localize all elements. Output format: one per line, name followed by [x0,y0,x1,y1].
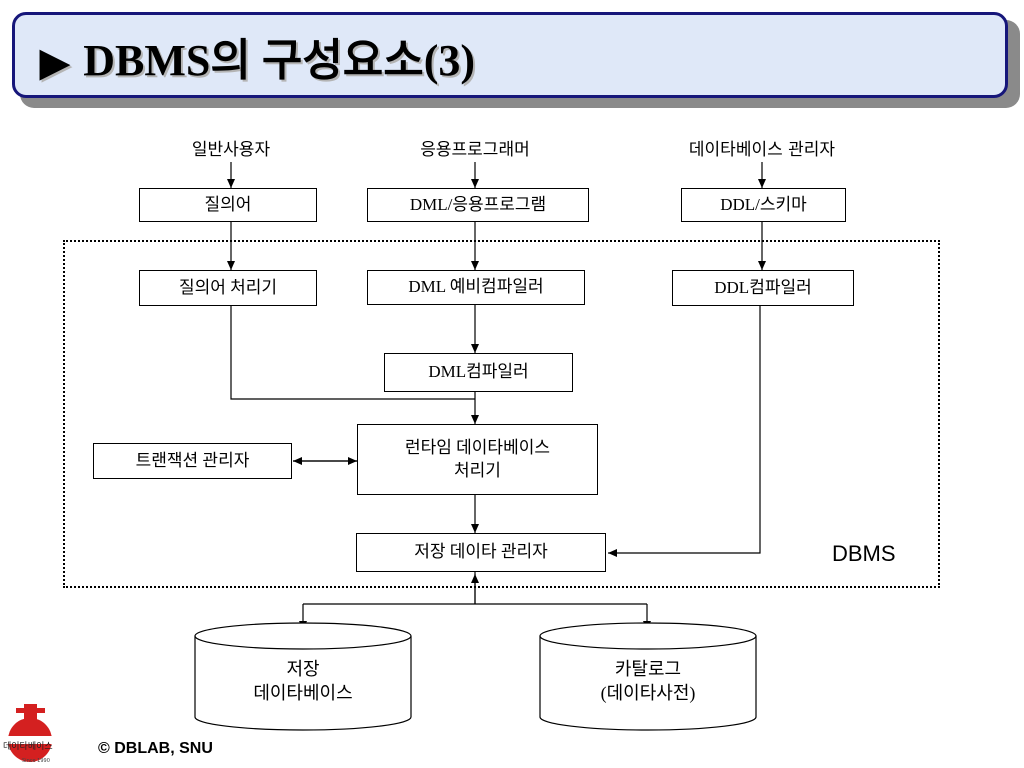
dblab-logo-icon [0,700,76,766]
storage-manager-box: 저장 데이타 관리자 [356,533,606,572]
catalog-cylinder-body [539,636,757,731]
catalog-label: 카탈로그 (데이타사전) [540,657,756,706]
logo-text: 데이타베이스 [3,742,53,752]
slide-title-text: DBMS의 구성요소(3) [83,36,476,85]
runtime-db-processor-box: 런타임 데이타베이스 처리기 [357,424,598,495]
stored-db-cylinder-body [194,636,412,731]
runtime-line-1: 런타임 데이타베이스 [404,438,550,458]
dbms-boundary [63,240,940,588]
catalog-line-1: 카탈로그 [614,659,682,679]
title-banner [12,12,1008,98]
user-programmer: 응용프로그래머 [420,140,530,160]
dbms-label: DBMS [832,541,896,566]
user-general: 일반사용자 [191,140,271,160]
copyright-text: © DBLAB, SNU [98,740,213,757]
catalog-line-2: (데이타사전) [600,683,696,704]
dml-precompiler-box: DML 예비컴파일러 [367,270,585,305]
transaction-manager-box: 트랜잭션 관리자 [93,443,292,479]
dml-app-box: DML/응용프로그램 [367,188,589,222]
query-processor-box: 질의어 처리기 [139,270,317,306]
runtime-line-2: 처리기 [454,460,501,480]
stored-db-cylinder-top [194,622,412,650]
stored-db-label: 저장 데이타베이스 [195,657,411,706]
logo-since: Since 1990 [22,758,50,764]
play-arrow-icon: ▶ [40,42,70,84]
stored-db-line-1: 저장 [286,659,320,679]
dml-compiler-box: DML컴파일러 [384,353,573,392]
user-dba: 데이타베이스 관리자 [688,140,836,160]
ddl-schema-box: DDL/스키마 [681,188,846,222]
query-input-box: 질의어 [139,188,317,222]
storage-cylinders [194,622,757,731]
ddl-compiler-box: DDL컴파일러 [672,270,854,306]
stored-db-line-2: 데이타베이스 [253,683,353,704]
slide-title: ▶ DBMS의 구성요소(3) [40,24,475,88]
catalog-cylinder-top [539,622,757,650]
